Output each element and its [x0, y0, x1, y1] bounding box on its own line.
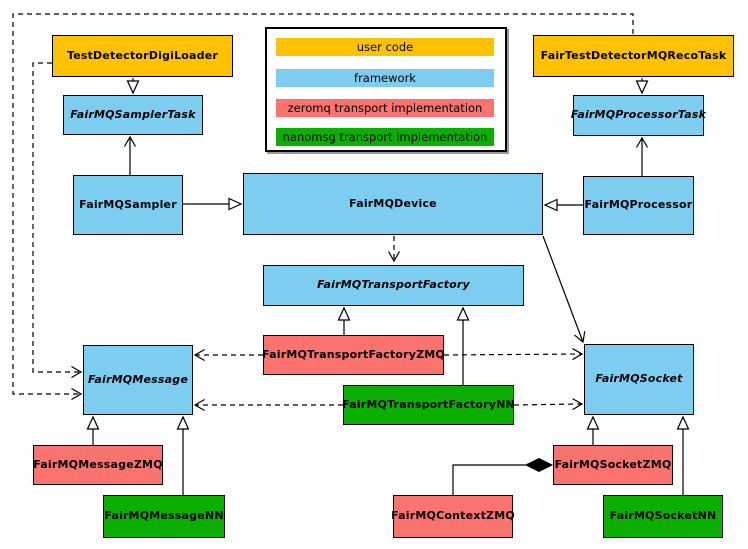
node-fairmq-message-nn: FairMQMessageNN — [103, 495, 225, 538]
node-fairmq-socket-nn: FairMQSocketNN — [603, 495, 723, 538]
composition-diamond-icon — [524, 457, 554, 473]
node-fairmq-message-zmq: FairMQMessageZMQ — [33, 445, 163, 485]
edge-dep-factorynn-socket — [513, 398, 584, 411]
legend-item-framework: framework — [276, 69, 494, 87]
node-fairmq-sampler-task: FairMQSamplerTask — [63, 95, 203, 135]
legend-item-zeromq: zeromq transport implementation — [276, 99, 494, 117]
node-fairmq-transport-factory: FairMQTransportFactory — [263, 265, 524, 306]
node-fairmq-context-zmq: FairMQContextZMQ — [391, 495, 515, 538]
node-fairmq-socket: FairMQSocket — [584, 344, 694, 415]
node-fair-test-detector-mq-reco-task: FairTestDetectorMQRecoTask — [533, 35, 734, 77]
edge-dep-factoryzmq-socket — [443, 348, 584, 361]
legend-box: user code framework zeromq transport imp… — [265, 27, 507, 152]
node-fairmq-processor-task: FairMQProcessorTask — [571, 95, 706, 136]
legend-item-user-code: user code — [276, 38, 494, 56]
node-fairmq-transport-factory-nn: FairMQTransportFactoryNN — [342, 385, 515, 425]
node-fairmq-device: FairMQDevice — [243, 173, 543, 235]
node-fairmq-socket-zmq: FairMQSocketZMQ — [553, 445, 673, 485]
node-fairmq-message: FairMQMessage — [83, 345, 193, 415]
node-fairmq-processor: FairMQProcessor — [583, 176, 694, 235]
edge-comp-contextzmq-socketzmq — [452, 464, 526, 495]
edge-assoc-device-socket — [542, 235, 586, 344]
node-fairmq-sampler: FairMQSampler — [73, 175, 183, 235]
node-fairmq-transport-factory-zmq: FairMQTransportFactoryZMQ — [262, 335, 445, 375]
node-test-detector-digi-loader: TestDetectorDigiLoader — [52, 35, 233, 77]
legend-item-nanomsg: nanomsg transport implementation — [276, 128, 494, 146]
